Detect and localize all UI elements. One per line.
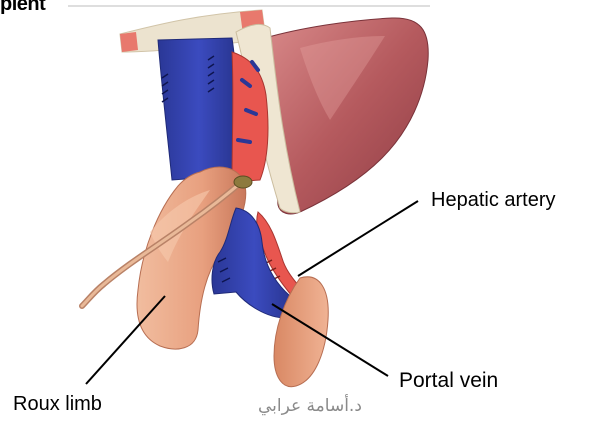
vena-cava [158, 38, 240, 180]
hepatic-artery-leader [298, 201, 418, 276]
title-fragment: pient [0, 0, 45, 16]
roux-limb-label: Roux limb [13, 393, 102, 416]
portal-vein-label: Portal vein [399, 369, 498, 393]
duct-anastomosis [234, 176, 252, 188]
hepatic-artery-label: Hepatic artery [431, 189, 556, 212]
watermark-text: د.أسامة عرابي [258, 396, 362, 416]
diaphragm-cut-left [120, 32, 138, 52]
